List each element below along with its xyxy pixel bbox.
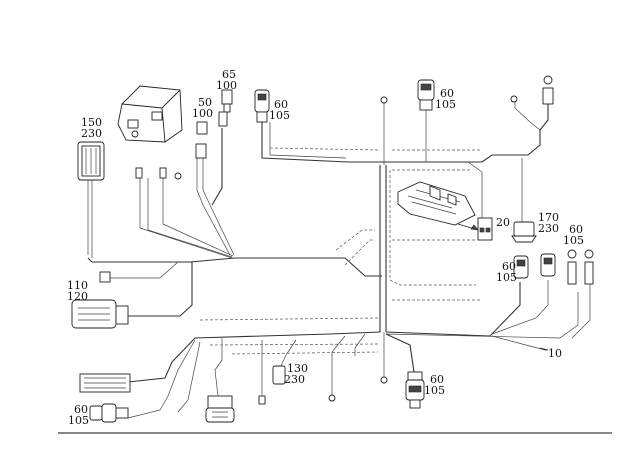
connector-bottom-center xyxy=(205,395,235,423)
callout-170: 170 xyxy=(538,211,559,224)
callout-10: 10 xyxy=(548,347,562,360)
callout-65: 65 xyxy=(222,68,236,81)
connector-110 xyxy=(71,299,129,329)
callout-60-c: 60 xyxy=(569,223,583,236)
connector-60-bottom-left xyxy=(89,403,129,423)
callout-60-f: 60 xyxy=(74,403,88,416)
multi-pin-connector-150 xyxy=(77,141,105,181)
connector-170 xyxy=(511,221,537,243)
harness-wires xyxy=(87,102,591,419)
callout-60-d: 60 xyxy=(502,260,516,273)
control-box xyxy=(117,85,183,143)
callout-230-c: 230 xyxy=(284,373,305,386)
callout-150: 150 xyxy=(81,116,102,129)
fuse-box xyxy=(397,181,479,231)
small-connector-50 xyxy=(195,111,228,159)
callout-105-a: 105 xyxy=(269,109,290,122)
callout-105-c: 105 xyxy=(563,234,584,247)
inline-connector-left xyxy=(99,271,111,283)
callout-105-d: 105 xyxy=(496,271,517,284)
callout-230-b: 230 xyxy=(538,222,559,235)
callout-100-a: 100 xyxy=(216,79,237,92)
callout-230-a: 230 xyxy=(81,127,102,140)
callout-20: 20 xyxy=(496,216,510,229)
callout-130: 130 xyxy=(287,362,308,375)
callout-105-b: 105 xyxy=(435,98,456,111)
connector-20 xyxy=(477,217,493,241)
eyelet-terminals xyxy=(135,75,554,402)
connector-60-bottom-center xyxy=(405,371,425,409)
callout-105-e: 105 xyxy=(424,384,445,397)
connector-block-bottom-left xyxy=(79,373,131,393)
callout-100-b: 100 xyxy=(192,107,213,120)
connectors-60-right xyxy=(513,249,594,285)
callout-50: 50 xyxy=(198,96,212,109)
connector-130 xyxy=(258,365,286,405)
callout-60-e: 60 xyxy=(430,373,444,386)
callout-110: 110 xyxy=(67,279,88,292)
leader-lines xyxy=(539,347,549,351)
callout-105-f: 105 xyxy=(68,414,89,427)
small-connector-65 xyxy=(221,89,233,113)
callout-60-b: 60 xyxy=(440,87,454,100)
connector-60-top-left xyxy=(254,89,270,123)
callout-60-a: 60 xyxy=(274,98,288,111)
callout-120: 120 xyxy=(67,290,88,303)
connector-60-top-center xyxy=(417,79,435,111)
